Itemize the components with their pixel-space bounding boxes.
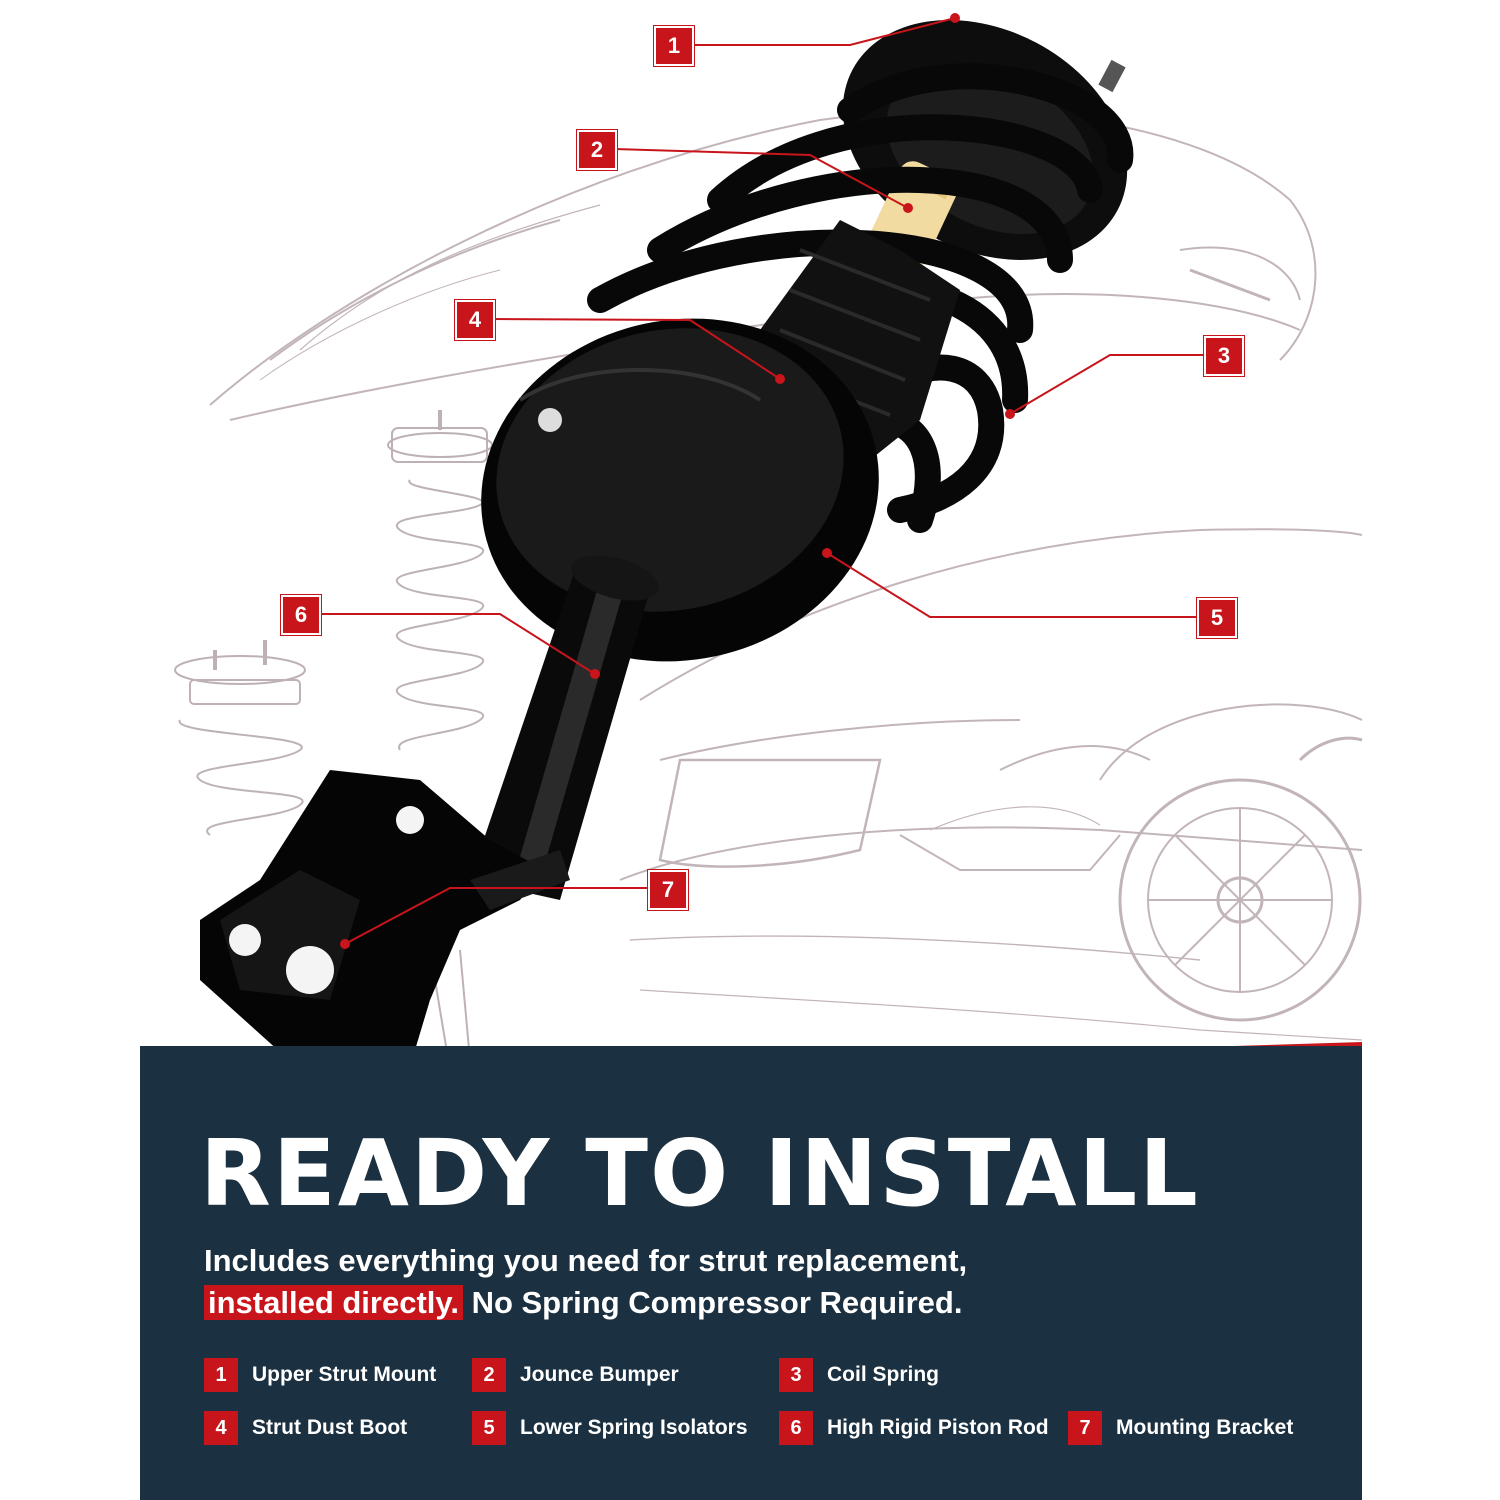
callout-badge-2: 2	[577, 130, 617, 170]
sketch-spring-front	[174, 640, 306, 836]
legend-item-strut-dust-boot: 4 Strut Dust Boot	[204, 1410, 407, 1446]
legend-label: High Rigid Piston Rod	[827, 1416, 1049, 1439]
subtitle-line1: Includes everything you need for strut r…	[204, 1243, 968, 1278]
subtitle-line2: No Spring Compressor Required.	[462, 1285, 963, 1320]
legend-badge: 4	[204, 1411, 238, 1445]
legend-badge: 2	[472, 1358, 506, 1392]
callout-badge-3: 3	[1204, 336, 1244, 376]
subtitle: Includes everything you need for strut r…	[204, 1240, 1304, 1324]
legend-badge: 3	[779, 1358, 813, 1392]
legend-label: Coil Spring	[827, 1363, 939, 1386]
legend-badge: 1	[204, 1358, 238, 1392]
legend-item-coil-spring: 3 Coil Spring	[779, 1357, 939, 1393]
legend-item-jounce-bumper: 2 Jounce Bumper	[472, 1357, 679, 1393]
callout-badge-5: 5	[1197, 598, 1237, 638]
callout-badge-1: 1	[654, 26, 694, 66]
legend-badge: 7	[1068, 1411, 1102, 1445]
callout-badge-6: 6	[281, 595, 321, 635]
legend-item-high-rigid-piston-rod: 6 High Rigid Piston Rod	[779, 1410, 1049, 1446]
legend-label: Jounce Bumper	[520, 1363, 679, 1386]
car-sketch-drawing	[209, 109, 1363, 1041]
callout-badge-4: 4	[455, 300, 495, 340]
legend-label: Strut Dust Boot	[252, 1416, 408, 1439]
legend-item-upper-strut-mount: 1 Upper Strut Mount	[204, 1357, 436, 1393]
legend-badge: 5	[472, 1411, 506, 1445]
callout-badge-7: 7	[648, 870, 688, 910]
legend-item-mounting-bracket: 7 Mounting Bracket	[1068, 1410, 1293, 1446]
callout-leader-lines	[318, 13, 1204, 949]
headline: READY TO INSTALL	[200, 1120, 1200, 1227]
legend-badge: 6	[779, 1411, 813, 1445]
legend-label: Lower Spring Isolators	[520, 1416, 748, 1439]
legend-item-lower-spring-isolators: 5 Lower Spring Isolators	[472, 1410, 748, 1446]
legend-label: Mounting Bracket	[1116, 1416, 1294, 1439]
subtitle-highlight: installed directly.	[204, 1285, 463, 1320]
legend-label: Upper Strut Mount	[252, 1363, 437, 1386]
strut-assembly	[200, 20, 1134, 1100]
info-panel	[140, 1046, 1362, 1500]
mounting-bracket	[200, 770, 545, 1100]
